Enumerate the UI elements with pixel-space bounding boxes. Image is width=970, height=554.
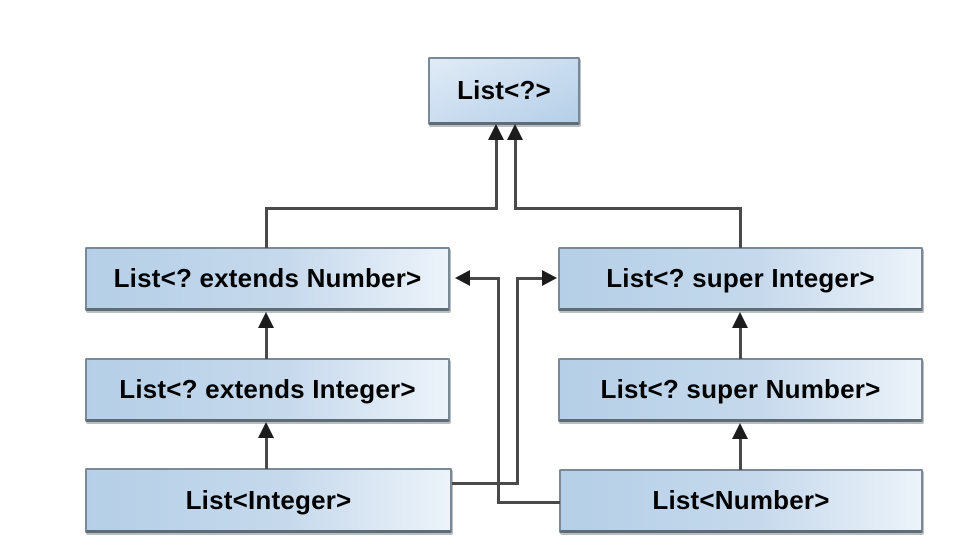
- arrowhead-up-icon: [258, 422, 274, 438]
- node-list-extends-number: List<? extends Number>: [85, 247, 450, 311]
- edge-number-to-extends-number-segment-h2: [468, 277, 500, 280]
- arrowhead-up-icon: [488, 124, 504, 140]
- edge-integer-to-super-integer-segment-h1: [452, 482, 519, 485]
- edge-extends-number-to-wildcard-segment-h: [265, 207, 498, 210]
- edge-number-to-extends-number-segment-h1: [497, 501, 560, 504]
- arrowhead-up-icon: [732, 312, 748, 328]
- edge-integer-to-extends-integer-segment-v: [265, 437, 268, 469]
- arrowhead-right-icon: [542, 270, 557, 286]
- edge-integer-to-super-integer-segment-v: [516, 277, 519, 485]
- node-list-extends-integer: List<? extends Integer>: [85, 358, 450, 422]
- edge-extends-number-to-wildcard-segment-v1: [265, 208, 268, 248]
- arrowhead-up-icon: [258, 312, 274, 328]
- arrowhead-left-icon: [455, 270, 470, 286]
- node-list-super-number: List<? super Number>: [558, 358, 923, 422]
- edge-extends-number-to-wildcard-segment-v2: [495, 140, 498, 210]
- node-list-integer: List<Integer>: [85, 468, 452, 533]
- edge-integer-to-super-integer-segment-h2: [517, 277, 543, 280]
- edge-number-to-extends-number-segment-v: [497, 277, 500, 504]
- edge-super-number-to-super-integer-segment-v: [739, 327, 742, 359]
- arrowhead-up-icon: [507, 124, 523, 140]
- edge-super-integer-to-wildcard-segment-v2: [514, 140, 517, 210]
- edge-extends-integer-to-extends-number-segment-v: [265, 327, 268, 359]
- edge-super-integer-to-wildcard-segment-v1: [739, 208, 742, 248]
- edge-number-to-super-number-segment-v: [739, 438, 742, 470]
- edge-super-integer-to-wildcard-segment-h: [514, 207, 742, 210]
- arrowhead-up-icon: [732, 423, 748, 439]
- node-list-number: List<Number>: [559, 469, 923, 533]
- node-list-super-integer: List<? super Integer>: [558, 247, 923, 311]
- node-list-wildcard: List<?>: [428, 57, 580, 125]
